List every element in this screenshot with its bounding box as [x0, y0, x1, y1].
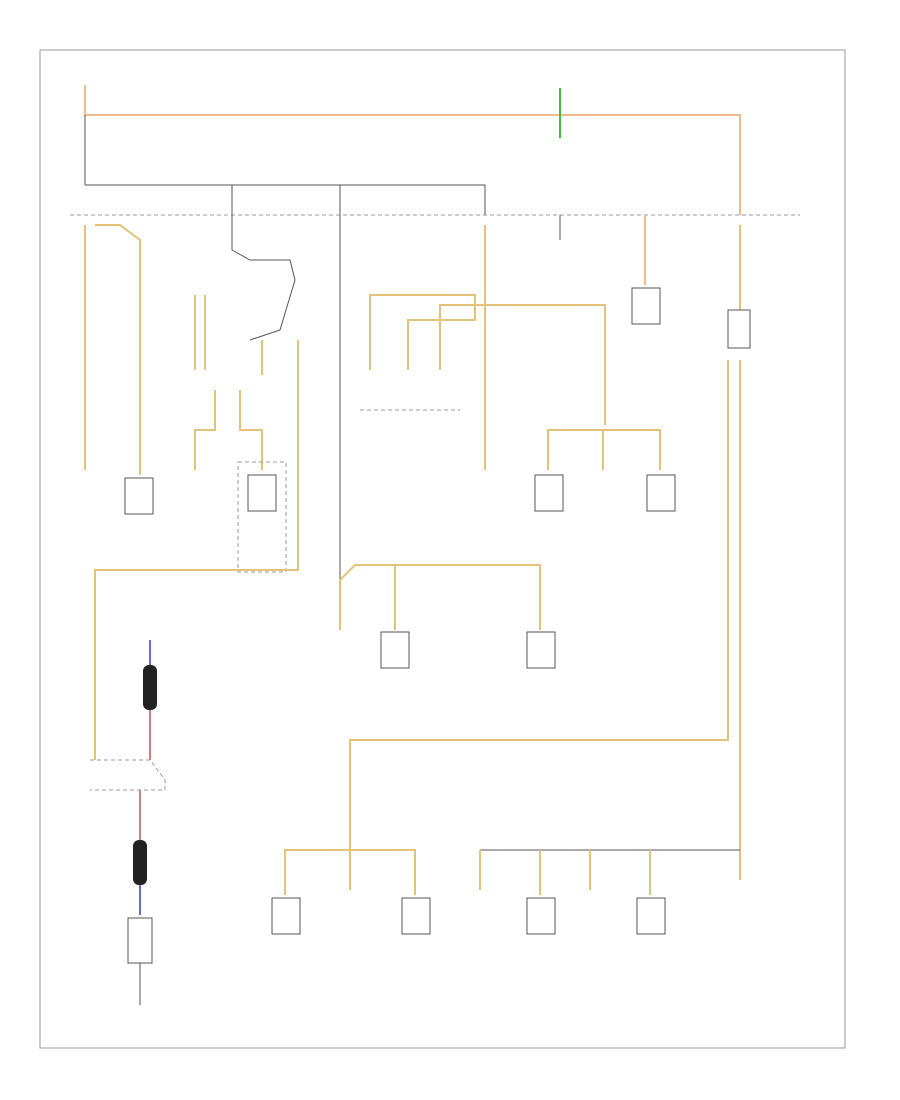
wire-center-bus — [369, 294, 476, 370]
component-box-4 — [646, 474, 676, 512]
component-box-12 — [127, 917, 153, 964]
wire-relay-d — [194, 390, 216, 470]
wire-col-2 — [95, 224, 141, 475]
component-box-8 — [271, 897, 301, 935]
wire-mid-lower — [339, 564, 541, 630]
wire-left-long — [94, 340, 299, 760]
switch-box — [727, 309, 751, 349]
wire-far-right-down — [349, 360, 729, 850]
main-feed-wire — [84, 85, 741, 215]
wire-center-bus-2 — [439, 304, 606, 425]
inline-fuse-1 — [143, 665, 157, 710]
component-box-1 — [124, 477, 154, 515]
component-box-5 — [631, 287, 661, 325]
component-box-11 — [636, 897, 666, 935]
component-box-10 — [526, 897, 556, 935]
component-box-9 — [401, 897, 431, 935]
component-outline-2 — [237, 461, 287, 573]
component-box-7 — [526, 631, 556, 669]
wire-relay-group — [231, 215, 296, 341]
diagram-frame — [39, 49, 846, 1049]
component-box-2 — [247, 474, 277, 512]
fuse-block-top — [85, 184, 486, 215]
relay-block-left — [90, 759, 166, 791]
component-box-3 — [534, 474, 564, 512]
inline-fuse-2 — [133, 840, 147, 885]
component-box-6 — [380, 631, 410, 669]
wire-relay-e — [239, 390, 263, 470]
